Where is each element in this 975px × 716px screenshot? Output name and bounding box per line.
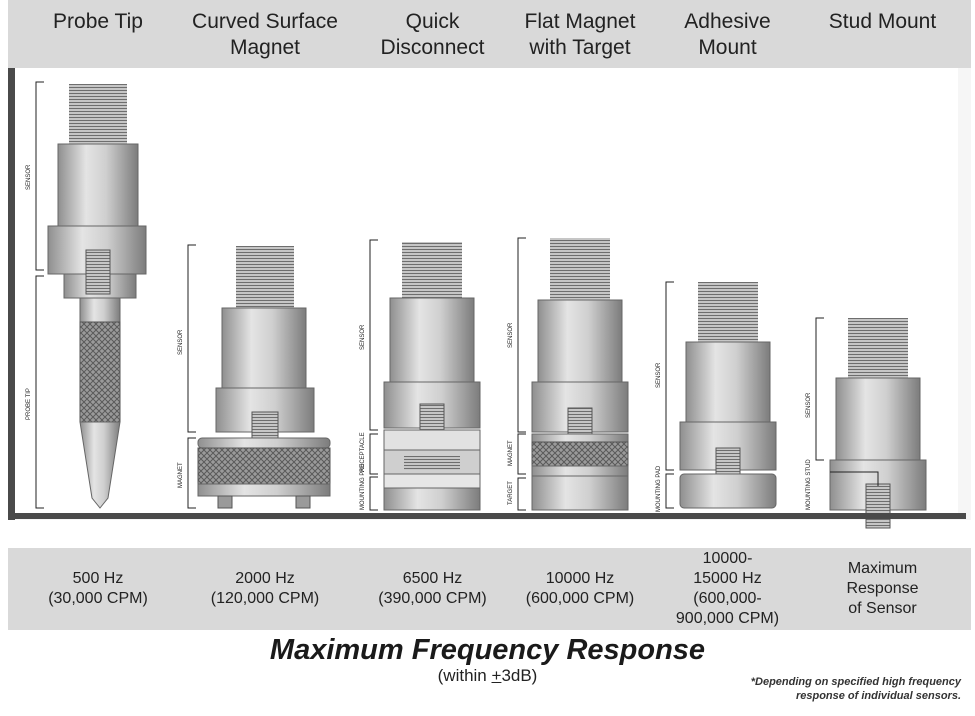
response-quick-disconnect: 6500 Hz (390,000 CPM) (378, 570, 487, 607)
label-mounting-pad-1: MOUNTING PAD (360, 463, 366, 510)
flat-magnet-assembly: SENSOR MAGNET TARGET (508, 237, 629, 511)
response-band (8, 548, 971, 630)
label-target: TARGET (508, 481, 514, 505)
response-curved-surface-magnet: 2000 Hz (120,000 CPM) (210, 570, 320, 607)
stud-mount-assembly: SENSOR MOUNTING STUD (806, 317, 927, 529)
mount-title-stud-mount: Stud Mount (828, 10, 937, 33)
response-flat-magnet: 10000 Hz (600,000 CPM) (525, 570, 635, 607)
mount-title-adhesive-mount: Adhesive Mount (684, 10, 771, 59)
label-magnet-2: MAGNET (508, 440, 514, 466)
diagram-area (15, 68, 958, 514)
response-stud-mount: Maximum Response of Sensor (846, 560, 919, 617)
curved-magnet-assembly: SENSOR MAGNET (178, 244, 331, 509)
frame-left-edge (8, 68, 15, 520)
label-sensor-1: SENSOR (26, 164, 32, 190)
mount-title-flat-magnet: Flat Magnet with Target (524, 10, 636, 59)
subtitle-prefix: (within (437, 666, 492, 685)
label-mounting-pad-2: MOUNTING PAD (656, 465, 662, 512)
diagram-title: Maximum Frequency Response (269, 634, 706, 666)
label-mounting-stud: MOUNTING STUD (806, 459, 812, 510)
mount-title-quick-disconnect: Quick Disconnect (380, 10, 485, 59)
response-probe-tip: 500 Hz (30,000 CPM) (48, 570, 148, 607)
adhesive-mount-assembly: SENSOR MOUNTING PAD (656, 281, 777, 512)
subtitle-plus-minus: + (491, 666, 502, 685)
diagram-subtitle: (within +3dB) (0, 666, 975, 686)
label-receptacle: RECEPTACLE (360, 432, 366, 472)
footnote: *Depending on specified high frequency r… (750, 676, 961, 702)
header-band (8, 0, 971, 68)
subtitle-suffix: 3dB) (501, 666, 538, 685)
response-adhesive-mount: 10000- 15000 Hz (600,000- 900,000 CPM) (675, 550, 780, 627)
mount-title-probe-tip: Probe Tip (53, 10, 143, 33)
label-magnet-1: MAGNET (178, 462, 184, 488)
probe-tip-assembly: SENSOR PROBE TIP (26, 81, 147, 509)
quick-disconnect-assembly: SENSOR RECEPTACLE MOUNTING PAD (360, 239, 481, 511)
mounting-surface-line (8, 513, 966, 519)
label-sensor-3: SENSOR (360, 324, 366, 350)
label-sensor-4: SENSOR (508, 322, 514, 348)
label-probe-tip: PROBE TIP (26, 388, 32, 420)
label-sensor-5: SENSOR (656, 362, 662, 388)
label-sensor-2: SENSOR (178, 329, 184, 355)
label-sensor-6: SENSOR (806, 392, 812, 418)
mount-title-curved-surface-magnet: Curved Surface Magnet (192, 10, 338, 59)
